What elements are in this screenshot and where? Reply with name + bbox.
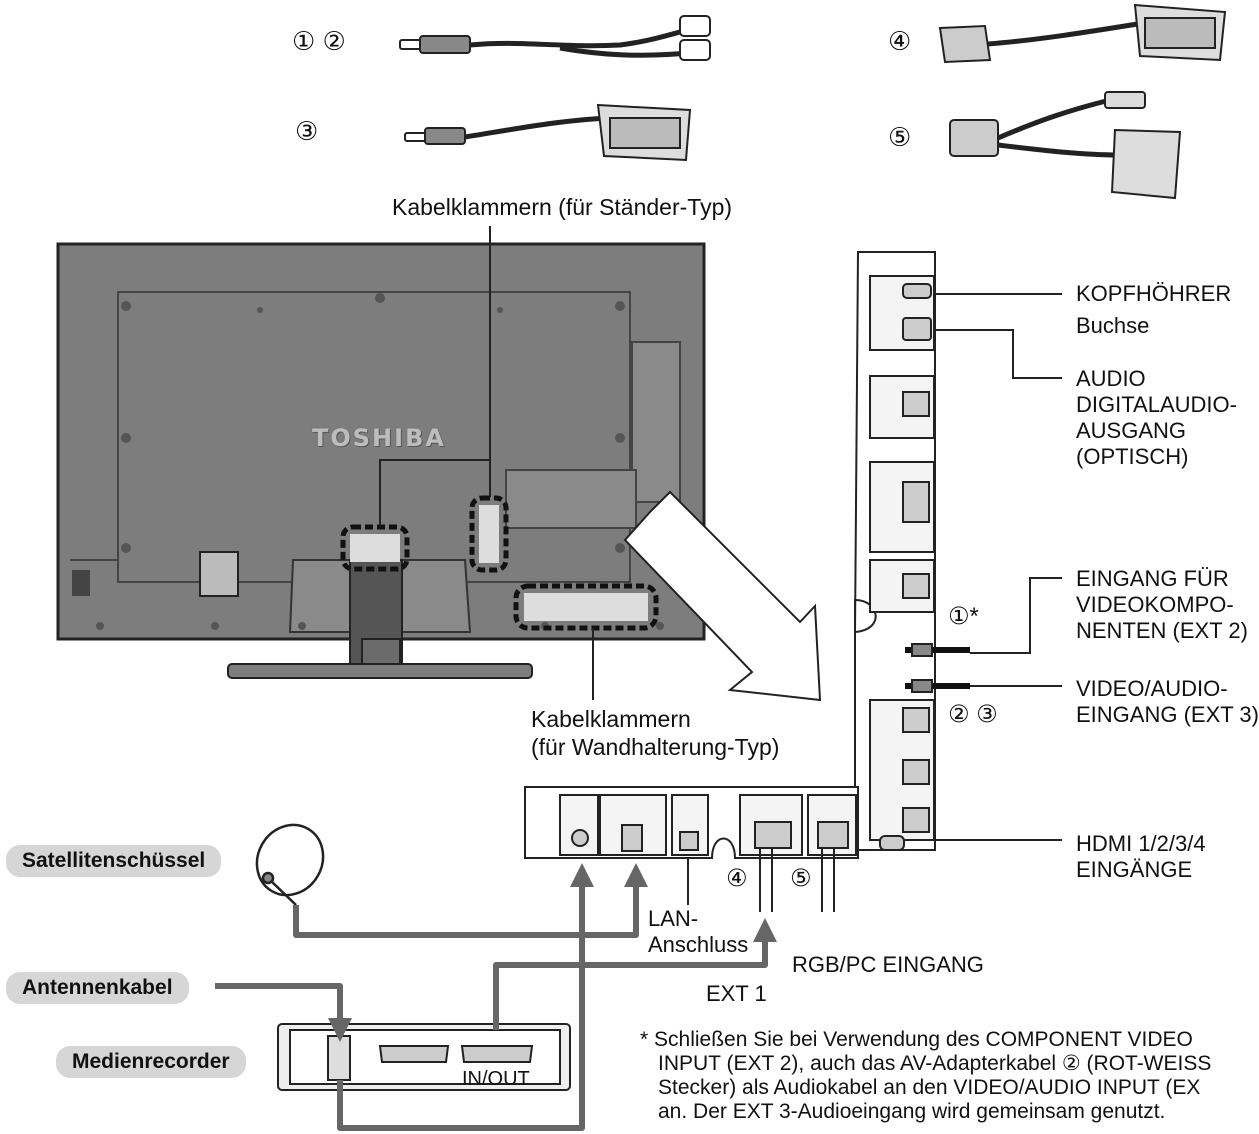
device-label-antenna: Antennenkabel bbox=[6, 972, 189, 1004]
cable-number-5: ⑤ bbox=[888, 122, 912, 152]
device-label-recorder: Medienrecorder bbox=[56, 1046, 246, 1078]
footnote-line-3: Stecker) als Audiokabel an den VIDEO/AUD… bbox=[658, 1076, 1201, 1099]
tv-back-panel bbox=[56, 242, 706, 679]
cable-3-illustration bbox=[404, 103, 692, 162]
side-terminal-panel bbox=[853, 251, 970, 851]
ref-number-2-3: ② ③ bbox=[948, 701, 998, 728]
label-clips-wall-1: Kabelklammern bbox=[531, 706, 691, 732]
label-clips-wall-2: (für Wandhalterung-Typ) bbox=[531, 734, 780, 760]
bottom-terminal-panel bbox=[524, 786, 859, 912]
label-lan-2: Anschluss bbox=[648, 932, 749, 957]
footnote-line-1: * Schließen Sie bei Verwendung des COMPO… bbox=[640, 1028, 1193, 1051]
label-audio-3: AUSGANG bbox=[1076, 418, 1187, 443]
cable-number-4: ④ bbox=[888, 26, 912, 56]
label-clips-stand: Kabelklammern (für Ständer-Typ) bbox=[392, 194, 733, 220]
connection-cables bbox=[215, 863, 777, 1131]
ref-number-4: ④ bbox=[726, 865, 748, 892]
ref-number-5: ⑤ bbox=[790, 865, 812, 892]
footnote-line-2: INPUT (EXT 2), auch das AV-Adapterkabel … bbox=[658, 1052, 1212, 1075]
device-label-satellite: Satellitenschüssel bbox=[6, 845, 222, 877]
label-audio-2: DIGITALAUDIO- bbox=[1076, 392, 1237, 417]
ref-number-1: ①* bbox=[948, 603, 979, 630]
clip-leader-lines bbox=[379, 226, 594, 700]
satellite-dish-icon bbox=[255, 823, 325, 906]
label-component-2: VIDEOKOMPO- bbox=[1076, 592, 1234, 617]
cable-number-3: ③ bbox=[295, 116, 319, 146]
label-component-1: EINGANG FÜR bbox=[1076, 566, 1229, 591]
label-headphone-2: Buchse bbox=[1076, 313, 1150, 338]
cable-number-1-2: ① ② bbox=[292, 26, 346, 56]
label-recorder-inout: IN/OUT bbox=[462, 1068, 530, 1090]
cable-4-illustration bbox=[938, 3, 1227, 64]
label-rgb-pc: RGB/PC EINGANG bbox=[792, 952, 984, 977]
label-headphone-1: KOPFHÖHRER bbox=[1076, 281, 1232, 306]
media-recorder-device bbox=[277, 1023, 571, 1091]
label-audio-4: (OPTISCH) bbox=[1076, 444, 1189, 469]
cable-1-2-illustration bbox=[399, 15, 711, 61]
label-video-audio-1: VIDEO/AUDIO- bbox=[1076, 676, 1228, 701]
footnote-line-4: an. Der EXT 3-Audioeingang wird gemeinsa… bbox=[658, 1100, 1166, 1123]
zoom-arrow bbox=[623, 490, 822, 702]
cable-5-illustration bbox=[949, 91, 1182, 200]
label-hdmi-1: HDMI 1/2/3/4 bbox=[1076, 831, 1206, 856]
label-lan-1: LAN- bbox=[648, 906, 699, 931]
label-ext1: EXT 1 bbox=[706, 981, 767, 1006]
label-component-3: NENTEN (EXT 2) bbox=[1076, 618, 1248, 643]
label-video-audio-2: EINGANG (EXT 3) bbox=[1076, 702, 1259, 727]
label-hdmi-2: EINGÄNGE bbox=[1076, 857, 1193, 882]
label-audio-1: AUDIO bbox=[1076, 366, 1146, 391]
tv-brand-logo: TOSHIBA bbox=[312, 424, 446, 452]
side-leader-lines bbox=[935, 293, 1062, 841]
